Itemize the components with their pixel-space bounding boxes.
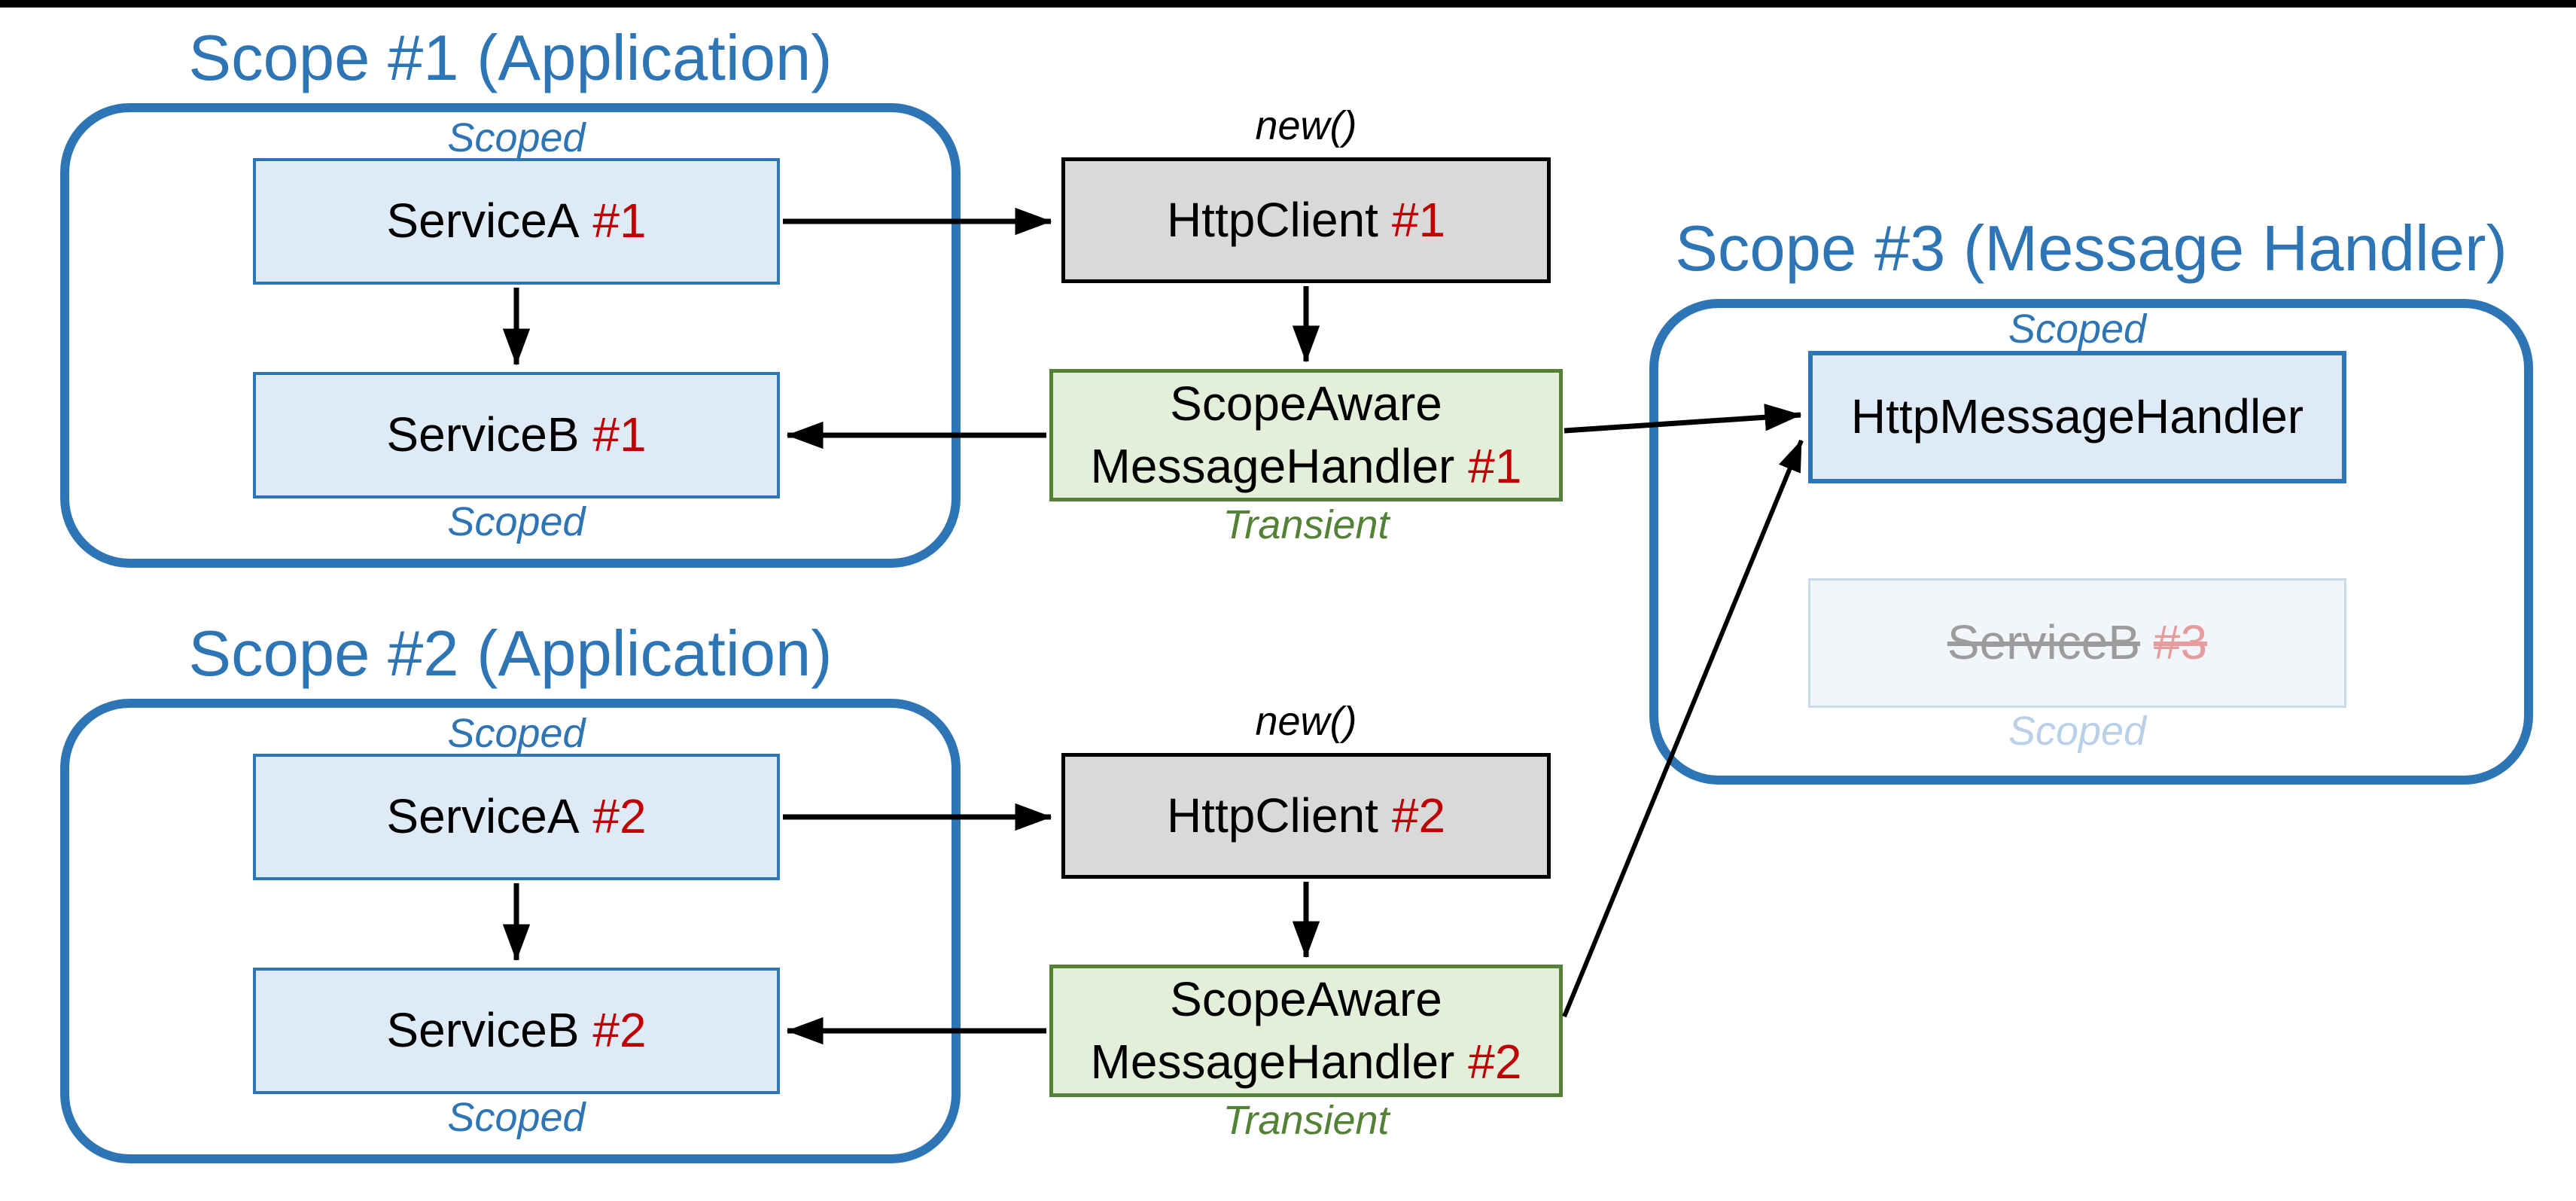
servicea2-name: ServiceA bbox=[386, 789, 580, 844]
httpclient1-box: HttpClient#1 bbox=[1061, 157, 1551, 283]
handler2-line2: MessageHandler#2 bbox=[1091, 1031, 1522, 1093]
serviceb1-num: #1 bbox=[592, 407, 647, 462]
handler2-line1: ScopeAware bbox=[1170, 971, 1442, 1026]
handler1-line1: ScopeAware bbox=[1170, 376, 1442, 431]
scope2-boundary bbox=[60, 699, 961, 1163]
arrow-handler2-to-httpmessagehandler bbox=[1562, 439, 1804, 1018]
handler2-num: #2 bbox=[1468, 1035, 1522, 1089]
new2-label: new() bbox=[1255, 699, 1357, 744]
new1-label: new() bbox=[1255, 103, 1357, 148]
serviceb1-box: ServiceB#1 bbox=[253, 372, 780, 498]
serviceb3-faded-box: ServiceB#3 bbox=[1808, 578, 2346, 708]
serviceb2-num: #2 bbox=[592, 1003, 647, 1058]
scope1-title: Scope #1 (Application) bbox=[188, 23, 833, 94]
serviceb2-name: ServiceB bbox=[386, 1003, 580, 1058]
arrow-handler1-to-httpmessagehandler bbox=[1564, 404, 1802, 434]
serviceb2-box: ServiceB#2 bbox=[253, 968, 780, 1094]
handler1-num: #1 bbox=[1468, 439, 1522, 493]
servicea1-box: ServiceA#1 bbox=[253, 158, 780, 285]
scope2-title: Scope #2 (Application) bbox=[188, 618, 833, 690]
top-black-bar bbox=[0, 0, 2576, 8]
scope1-scoped-top-label: Scoped bbox=[447, 115, 586, 160]
handler2-transient-label: Transient bbox=[1223, 1098, 1390, 1143]
httpclient2-num: #2 bbox=[1391, 788, 1446, 843]
httpclient2-box: HttpClient#2 bbox=[1061, 753, 1551, 879]
scope2-scoped-top-label: Scoped bbox=[447, 711, 586, 756]
serviceb3-num: #3 bbox=[2153, 615, 2208, 670]
scope2-scoped-bottom-label: Scoped bbox=[447, 1095, 586, 1140]
servicea1-num: #1 bbox=[592, 194, 647, 248]
servicea2-box: ServiceA#2 bbox=[253, 754, 780, 880]
httpmessagehandler-name: HttpMessageHandler bbox=[1850, 389, 2304, 444]
httpclient1-name: HttpClient bbox=[1166, 192, 1378, 247]
handler2-line2-text: MessageHandler bbox=[1090, 1035, 1455, 1089]
handler1-transient-label: Transient bbox=[1223, 502, 1390, 547]
handler1-line2: MessageHandler#1 bbox=[1091, 435, 1522, 498]
servicea1-name: ServiceA bbox=[386, 194, 580, 248]
httpmessagehandler-box: HttpMessageHandler bbox=[1808, 351, 2346, 483]
httpclient1-num: #1 bbox=[1391, 192, 1446, 247]
httpclient2-name: HttpClient bbox=[1166, 788, 1378, 843]
serviceb3-name: ServiceB bbox=[1947, 615, 2140, 670]
handler2-box: ScopeAware MessageHandler#2 bbox=[1049, 965, 1563, 1097]
scope3-title: Scope #3 (Message Handler) bbox=[1675, 213, 2507, 285]
scope3-scoped-top-label: Scoped bbox=[2008, 306, 2147, 352]
servicea2-num: #2 bbox=[592, 789, 647, 844]
handler1-box: ScopeAware MessageHandler#1 bbox=[1049, 369, 1563, 501]
scope1-scoped-bottom-label: Scoped bbox=[447, 499, 586, 544]
handler1-line2-text: MessageHandler bbox=[1090, 439, 1455, 493]
scope3-scoped-faded-label: Scoped bbox=[2008, 709, 2147, 754]
scope3-boundary bbox=[1649, 299, 2533, 785]
serviceb1-name: ServiceB bbox=[386, 407, 580, 462]
